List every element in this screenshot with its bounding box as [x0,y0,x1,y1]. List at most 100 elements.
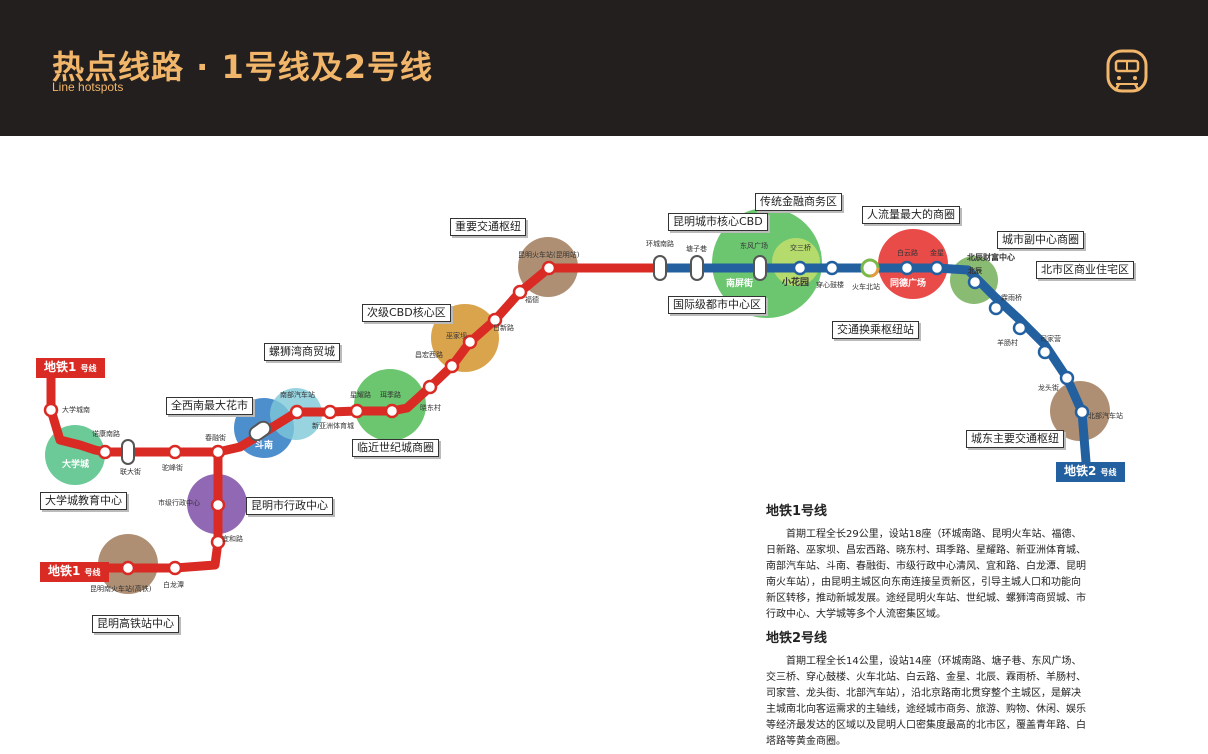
line2-stations [689,260,1090,420]
station-label: 昌宏西路 [415,350,443,359]
callout-transfer-hub: 交通换乘枢纽站 [832,321,919,339]
line2-badge: 地铁2 号线 [1056,462,1125,482]
station-dot[interactable] [349,403,365,419]
district-label: 同德广场 [890,277,926,289]
district-label: 小花园 [781,276,809,288]
metro-map: 大学城南 诺康南路 联大街 驼峰街 春融街 南部汽车站 新亚洲体育城 星耀路 珥… [43,208,1123,594]
station-dot[interactable] [289,404,305,420]
callout-hub-station: 重要交通枢纽 [450,218,526,236]
station-label: 星耀路 [350,390,371,399]
station-dot[interactable] [210,497,226,513]
callout-east-hub: 城东主要交通枢纽 [966,430,1064,448]
transfer-station-lianda[interactable] [121,439,135,465]
station-label: 环城南路 [646,239,674,248]
page-title: 热点线路 · 1号线及2号线 [52,48,433,86]
station-dot[interactable] [462,334,478,350]
line1-desc-body: 首期工程全长29公里，设站18座（环城南路、昆明火车站、福德、日新路、巫家坝、昌… [766,529,1086,620]
callout-secondary-cbd: 次级CBD核心区 [362,304,451,322]
station-label: 新亚洲体育城 [312,421,354,430]
station-dot[interactable] [824,260,840,276]
callout-gov-center: 昆明市行政中心 [246,497,333,515]
station-dot[interactable] [1012,320,1028,336]
station-label: 驼峰街 [162,463,183,472]
line2-desc-body: 首期工程全长14公里，设站14座（环城南路、塘子巷、东风广场、交三桥、穿心鼓楼、… [766,656,1086,747]
station-dot[interactable] [322,404,338,420]
metro-train-icon [1106,49,1148,93]
station-label: 金星 [930,248,944,257]
district-labels: 南屏街 小花园 同德广场 北辰财富中心 北辰 斗南 大学城 [62,252,1015,470]
station-label: 穿心鼓楼 [816,280,844,289]
station-dot[interactable] [167,444,183,460]
callout-flower-market: 全西南最大花市 [166,397,253,415]
callout-finance: 传统金融商务区 [755,193,842,211]
station-dot[interactable] [487,312,503,328]
callout-intl-center: 国际级都市中心区 [668,296,766,314]
station-label: 春融街 [205,433,226,442]
callout-busiest: 人流量最大的商圈 [862,206,960,224]
district-label: 北辰 [968,266,983,275]
transfer-station-huanchengnan[interactable] [653,255,667,281]
station-dot[interactable] [167,560,183,576]
callout-hsr-center: 昆明高铁站中心 [92,615,179,633]
transfer-station-tangzixiang[interactable] [690,255,704,281]
line1-badge-label: 地铁1 [44,360,77,374]
district-label: 大学城 [62,458,89,470]
station-dot[interactable] [422,379,438,395]
station-dot[interactable] [120,560,136,576]
station-dot[interactable] [43,402,59,418]
callout-city-sub-center: 城市副中心商圈 [997,231,1084,249]
station-label: 龙头街 [1038,383,1059,392]
station-label: 白云路 [897,248,918,257]
station-label: 交三桥 [790,243,811,252]
transfer-station-chunrong[interactable] [247,419,273,443]
station-label: 联大街 [120,467,141,476]
station-label: 福德 [525,295,539,304]
station-label: 诺康南路 [92,429,120,438]
station-dot[interactable] [899,260,915,276]
station-dot[interactable] [1037,344,1053,360]
station-label: 日新路 [493,323,514,332]
station-dot[interactable] [792,260,808,276]
line1-badge-top: 地铁1 号线 [36,358,105,378]
line2-description: 地铁2号线 首期工程全长14公里，设站14座（环城南路、塘子巷、东风广场、交三桥… [766,627,1086,750]
station-dot[interactable] [384,403,400,419]
station-dot[interactable] [541,260,557,276]
line1-stations [43,260,557,576]
callout-century: 临近世纪城商圈 [352,439,439,457]
transfer-station-dongfeng[interactable] [753,255,767,281]
station-label: 晓东村 [420,403,441,412]
line1-badge-label: 地铁1 [48,564,81,578]
station-dot[interactable] [97,444,113,460]
station-dot[interactable] [1074,404,1090,420]
header-bar: 热点线路 · 1号线及2号线 Line hotspots [0,0,1208,136]
line-badge-suffix: 号线 [1100,468,1117,477]
station-dot[interactable] [1059,370,1075,386]
transfer-ring-accent [860,258,880,278]
line1-description: 地铁1号线 首期工程全长29公里，设站18座（环城南路、昆明火车站、福德、日新路… [766,500,1086,623]
station-label: 塘子巷 [686,244,707,253]
station-dot[interactable] [210,534,226,550]
line2-desc-title: 地铁2号线 [766,631,828,646]
station-dot[interactable] [444,358,460,374]
station-dot[interactable] [210,444,226,460]
station-label: 宜和路 [222,534,243,543]
line-badge-suffix: 号线 [80,364,97,373]
station-label: 市级行政中心 [158,498,200,507]
station-dot[interactable] [929,260,945,276]
page-subtitle: Line hotspots [52,80,124,94]
station-dot[interactable] [512,284,528,300]
station-label: 司家营 [1040,334,1061,343]
station-label: 东风广场 [740,241,768,250]
station-label: 昆明南火车站(高铁) [90,584,152,593]
callout-university: 大学城教育中心 [40,492,127,510]
line1-desc-title: 地铁1号线 [766,504,828,519]
district-label: 斗南 [255,439,273,451]
callout-kunming-cbd: 昆明城市核心CBD [668,213,768,231]
line2-badge-label: 地铁2 [1064,464,1097,478]
district-label: 北辰财富中心 [967,252,1015,262]
station-dot[interactable] [967,274,983,290]
callout-luoshi: 螺狮湾商贸城 [264,343,340,361]
callout-north-residential: 北市区商业住宅区 [1036,261,1134,279]
station-label: 南部汽车站 [280,390,315,399]
station-dot[interactable] [988,300,1004,316]
